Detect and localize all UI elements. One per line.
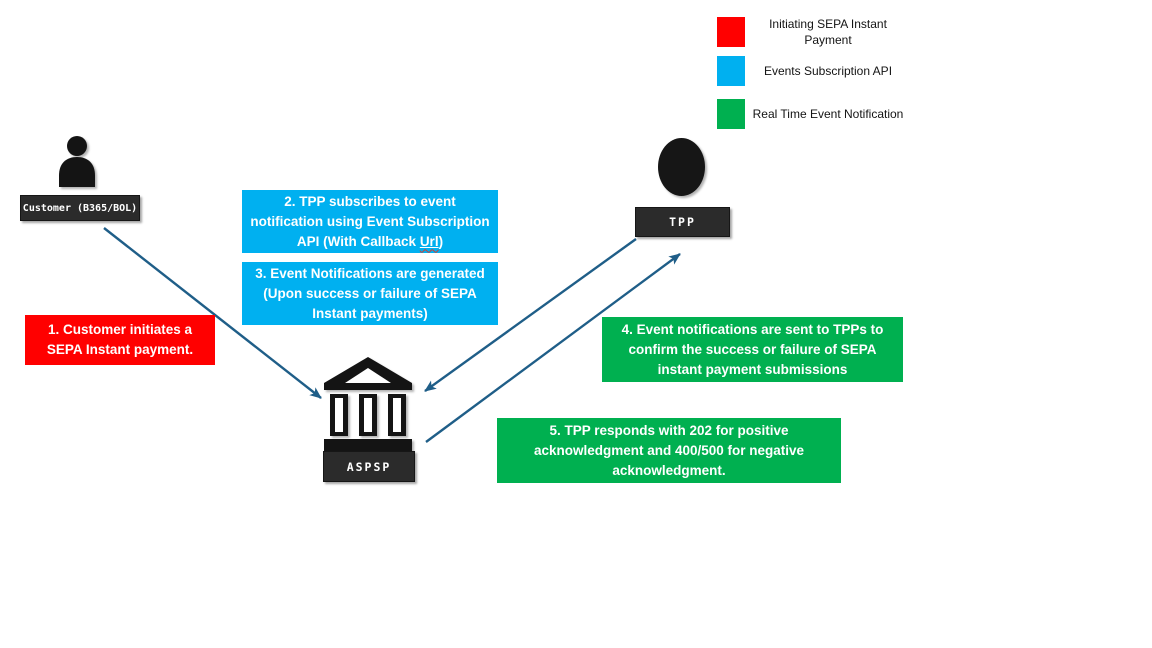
url-underlined-word: Url (419, 233, 439, 249)
aspsp-label: ASPSP (323, 451, 415, 482)
aspsp-bank-icon (324, 357, 412, 451)
step-3-text: 3. Event Notifications are generated (Up… (255, 265, 485, 321)
step-2-box: 2. TPP subscribes to event notification … (242, 190, 498, 253)
customer-person-icon (59, 136, 95, 187)
legend-swatch-green (717, 99, 745, 129)
step-5-text: 5. TPP responds with 202 for positive ac… (533, 422, 805, 478)
step-1-text: 1. Customer initiates a SEPA Instant pay… (46, 322, 194, 357)
tpp-label: TPP (635, 207, 730, 237)
legend-item-initiating: Initiating SEPA Instant Payment (717, 16, 904, 48)
step-2-text-prefix: 2. TPP subscribes to event notification … (250, 193, 490, 249)
legend-swatch-red (717, 17, 745, 47)
step-2-text: 2. TPP subscribes to event notification … (250, 192, 490, 252)
step-4-text: 4. Event notifications are sent to TPPs … (621, 321, 884, 377)
tpp-ellipse-icon (658, 138, 705, 196)
step-2-text-suffix: ) (438, 233, 444, 249)
legend-swatch-blue (717, 56, 745, 86)
legend-label: Real Time Event Notification (752, 107, 904, 121)
step-1-box: 1. Customer initiates a SEPA Instant pay… (25, 315, 215, 365)
step-3-box: 3. Event Notifications are generated (Up… (242, 262, 498, 325)
legend-label: Events Subscription API (763, 64, 893, 78)
customer-label: Customer (B365/BOL) (20, 195, 140, 221)
legend-item-events-subscription: Events Subscription API (717, 56, 904, 86)
legend-label: Initiating SEPA Instant Payment (769, 17, 887, 47)
legend-item-realtime-notification: Real Time Event Notification (717, 99, 904, 129)
step-4-box: 4. Event notifications are sent to TPPs … (602, 317, 903, 382)
step-5-box: 5. TPP responds with 202 for positive ac… (497, 418, 841, 483)
